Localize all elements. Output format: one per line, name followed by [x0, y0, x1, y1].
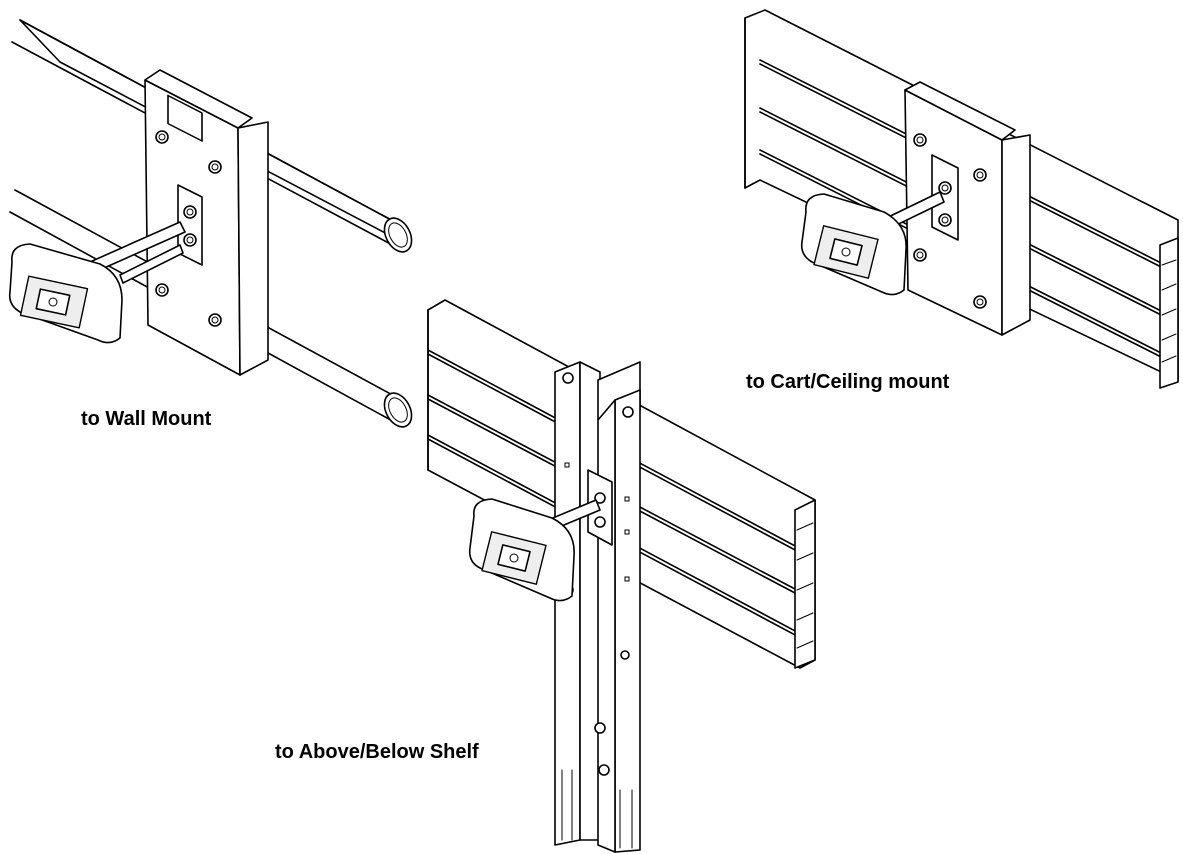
shelf-assembly — [427, 299, 816, 853]
above-below-shelf-label: to Above/Below Shelf — [275, 741, 479, 763]
shelf-bracket-plate — [587, 469, 613, 546]
cart-ceiling-mount-label: to Cart/Ceiling mount — [746, 371, 950, 393]
cart-handle — [800, 193, 907, 296]
wall-mount-label: to Wall Mount — [81, 408, 212, 430]
cart-mounting-plate — [904, 81, 1031, 336]
wall-handle — [8, 243, 123, 344]
shelf-handle — [468, 498, 575, 602]
wall-mount-assembly — [8, 19, 413, 428]
wall-mounting-plate — [144, 69, 269, 376]
cart-ceiling-assembly — [744, 9, 1179, 389]
wall-handle-arm — [89, 221, 186, 284]
shelf-vertical-upright — [554, 361, 641, 853]
